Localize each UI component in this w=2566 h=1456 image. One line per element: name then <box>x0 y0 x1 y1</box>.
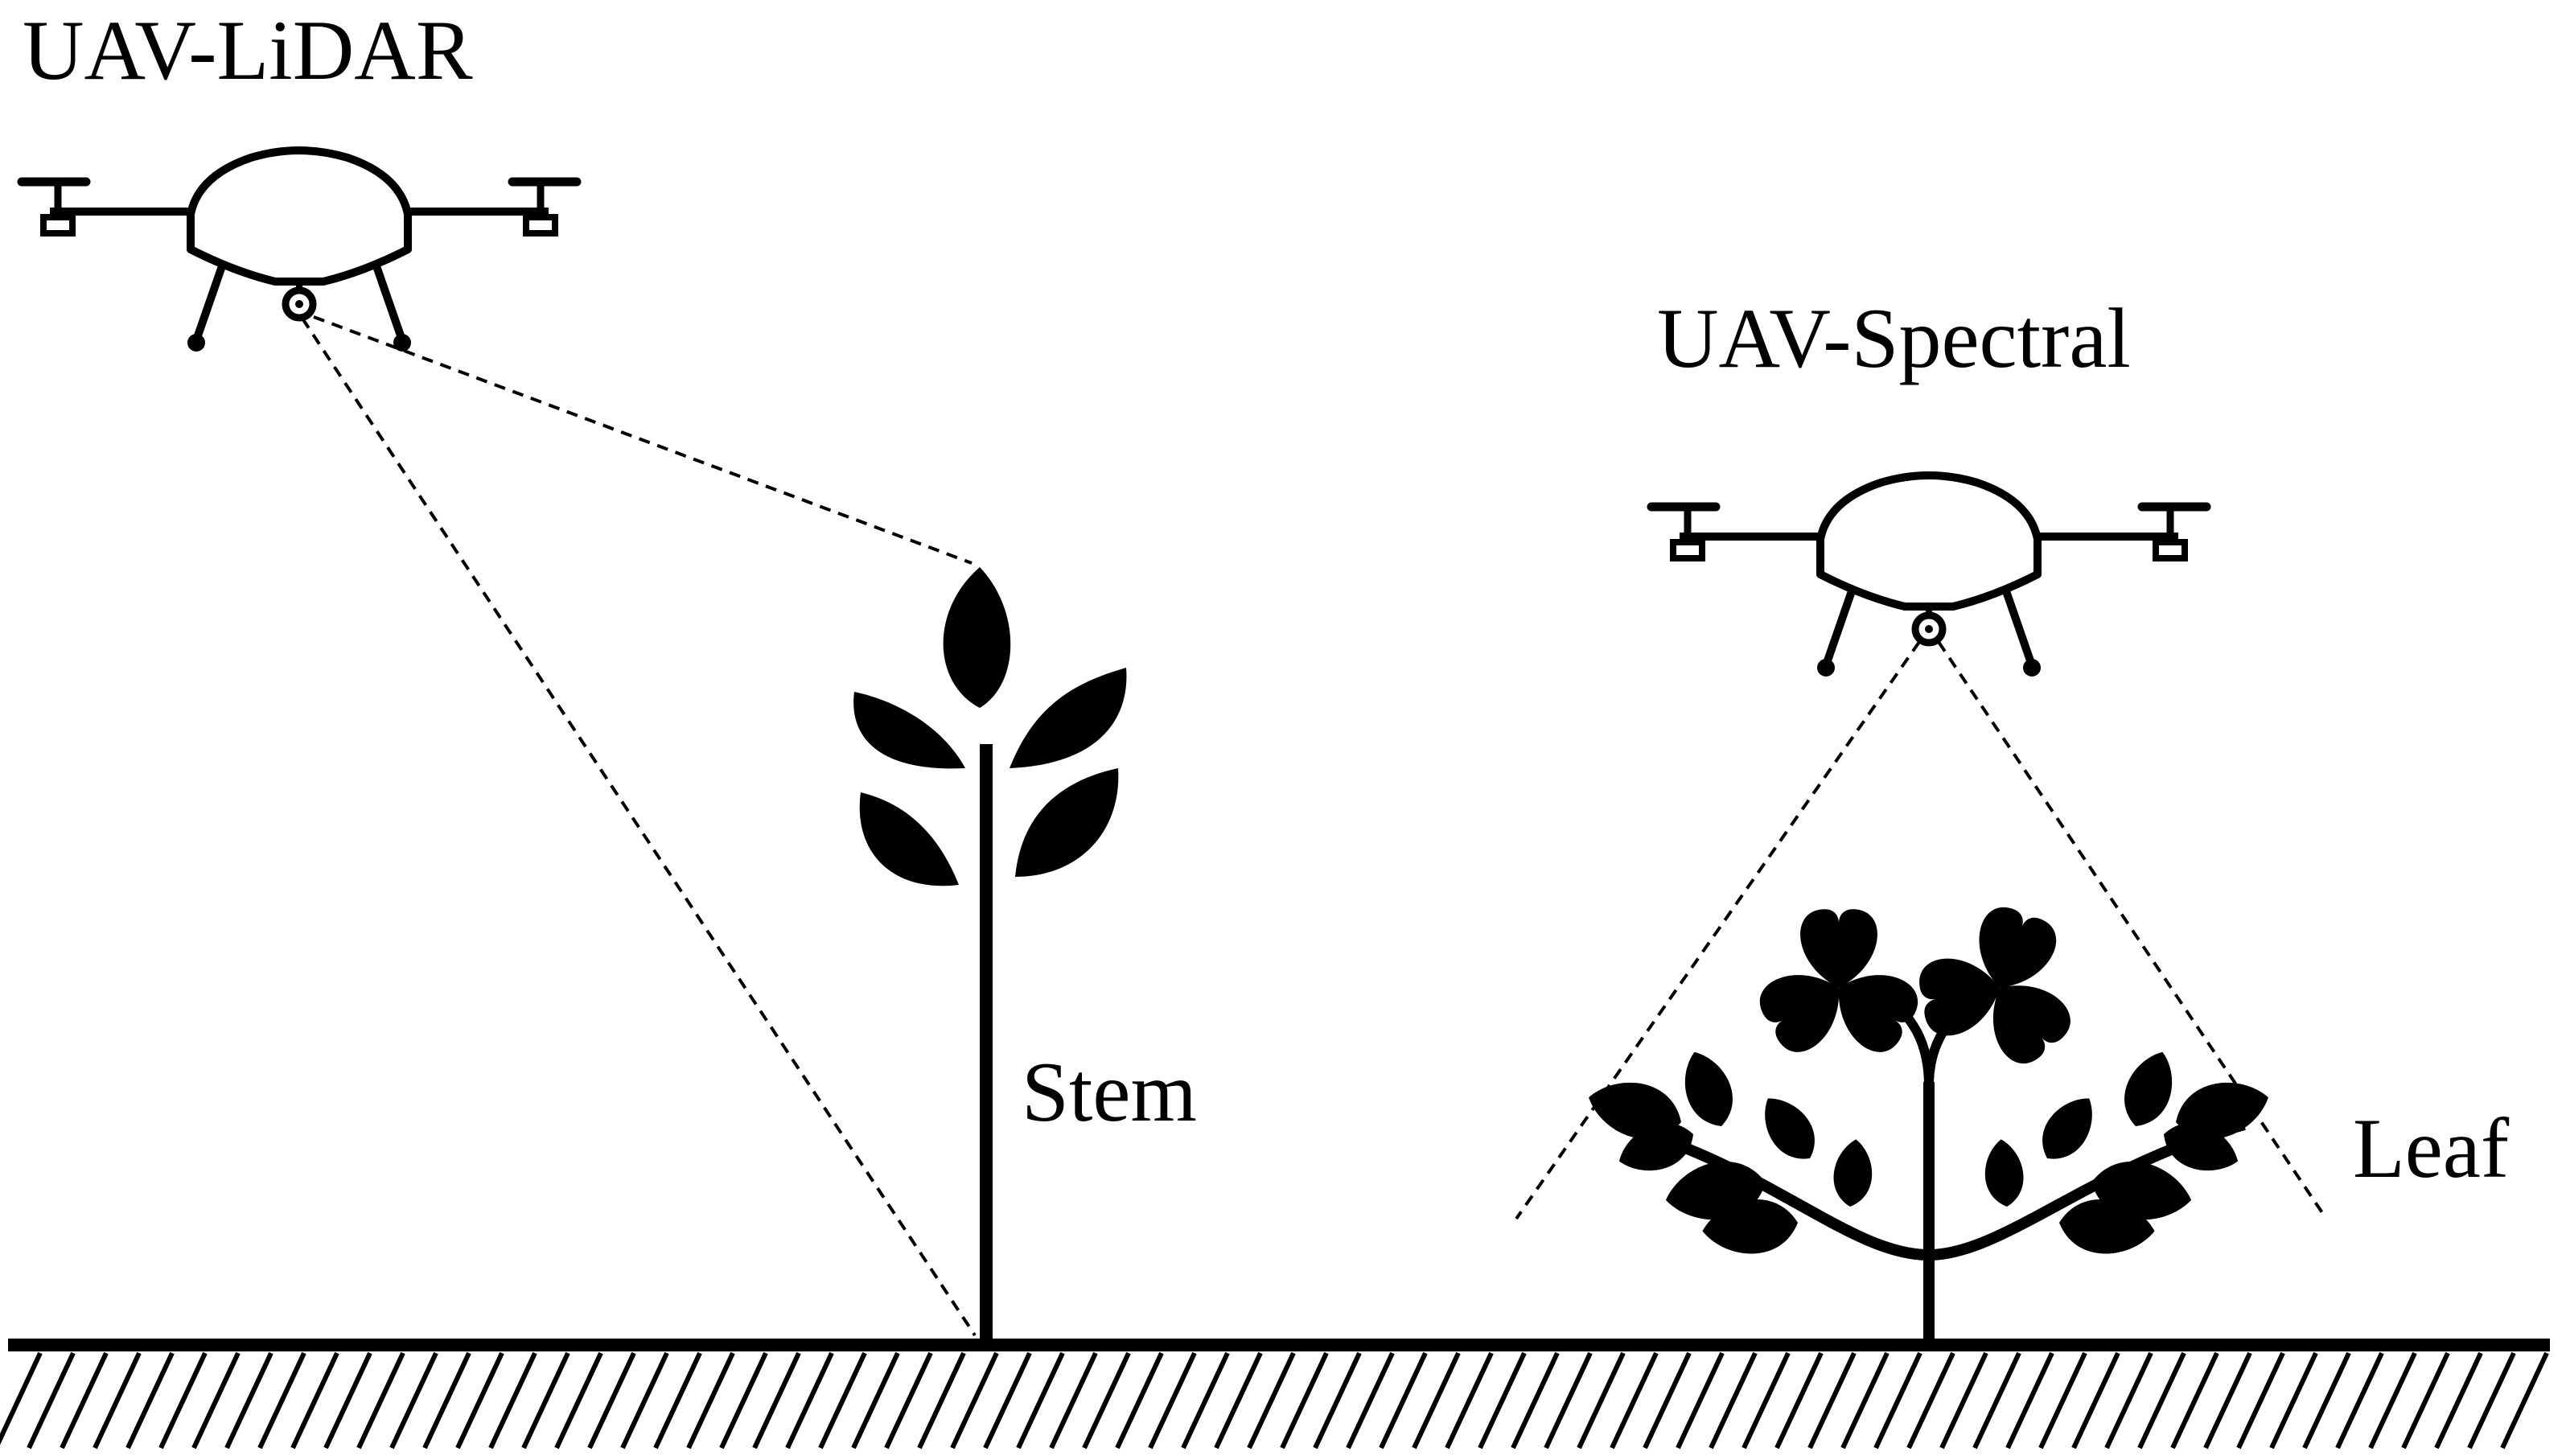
ground-hatch <box>158 1351 208 1450</box>
ground-hatch <box>2467 1351 2516 1450</box>
ground-hatch <box>2500 1351 2549 1450</box>
ground-hatch <box>1082 1351 1131 1450</box>
ground-hatch <box>2302 1351 2351 1450</box>
ground-hatch <box>1181 1351 1230 1450</box>
ground-hatch <box>818 1351 867 1450</box>
ground-hatch <box>521 1351 570 1450</box>
ground-hatch <box>620 1351 669 1450</box>
ground-hatch <box>2236 1351 2285 1450</box>
ground-hatch <box>257 1351 306 1450</box>
ground-hatch <box>2269 1351 2318 1450</box>
ground-hatch <box>1774 1351 1824 1450</box>
ground-hatch <box>1049 1351 1098 1450</box>
ground-hatch <box>1709 1351 1758 1450</box>
ground-hatch <box>488 1351 537 1450</box>
ground-hatch <box>27 1351 76 1450</box>
ground-hatch <box>851 1351 900 1450</box>
ground-hatch <box>785 1351 834 1450</box>
ground-hatch <box>2137 1351 2186 1450</box>
lidar-drone-label: UAV-LiDAR <box>23 3 473 97</box>
ground-hatch <box>422 1351 471 1450</box>
ground-hatch <box>224 1351 273 1450</box>
ground-hatch <box>1742 1351 1791 1450</box>
ground-hatch <box>2203 1351 2252 1450</box>
ground-hatch <box>1840 1351 1890 1450</box>
ground-hatch <box>1972 1351 2021 1450</box>
stem-label: Stem <box>1022 1045 1197 1139</box>
ground-hatch <box>2335 1351 2384 1450</box>
ground-hatch <box>1676 1351 1725 1450</box>
ground-hatch <box>1478 1351 1527 1450</box>
ground-hatch <box>2071 1351 2120 1450</box>
ground-hatch <box>1511 1351 1560 1450</box>
ground-hatch <box>125 1351 175 1450</box>
ground-hatch <box>884 1351 933 1450</box>
ground-hatch <box>2401 1351 2450 1450</box>
ground-hatch <box>0 1351 43 1446</box>
ground-hatch <box>191 1351 241 1450</box>
ground-hatch <box>1544 1351 1593 1450</box>
ground-hatch <box>653 1351 702 1450</box>
ground-hatch <box>2170 1351 2219 1450</box>
ground-hatch <box>455 1351 504 1450</box>
leaf-label: Leaf <box>2353 1101 2510 1195</box>
ground-hatch <box>1313 1351 1362 1450</box>
stem-plant-icon <box>853 567 1127 1342</box>
ground-hatch <box>1807 1351 1857 1450</box>
ground-hatch <box>1214 1351 1263 1450</box>
ground-hatch <box>1577 1351 1626 1450</box>
leafy-plant-icon <box>1581 884 2276 1342</box>
ground-hatch <box>1247 1351 1296 1450</box>
ground-hatch <box>1412 1351 1461 1450</box>
ground-hatch <box>1115 1351 1164 1450</box>
ground-hatch <box>1445 1351 1494 1450</box>
ground-hatch <box>93 1351 142 1450</box>
ground-hatch <box>1906 1351 1955 1450</box>
ground-hatch <box>1379 1351 1428 1450</box>
ground-hatch <box>1016 1351 1065 1450</box>
ground-hatch <box>1346 1351 1395 1450</box>
ground-hatch <box>686 1351 735 1450</box>
ground-hatch <box>1610 1351 1659 1450</box>
ground-hatch <box>2434 1351 2483 1450</box>
ground-hatch <box>917 1351 966 1450</box>
spectral-drone-label: UAV-Spectral <box>1657 291 2131 385</box>
ground-hatch <box>983 1351 1032 1450</box>
ground-hatch <box>2104 1351 2153 1450</box>
ground-hatch <box>950 1351 999 1450</box>
ground-hatch <box>587 1351 636 1450</box>
ground-hatch <box>290 1351 339 1450</box>
ground-hatch <box>752 1351 801 1450</box>
ground-hatch <box>60 1351 109 1450</box>
drone-spectral-icon <box>1651 475 2206 677</box>
ground-hatch <box>2005 1351 2054 1450</box>
ground-hatch <box>1280 1351 1329 1450</box>
ground-hatch <box>1643 1351 1692 1450</box>
lidar-scan-lines <box>301 315 977 1337</box>
drone-lidar-icon <box>22 150 577 352</box>
ground-hatch <box>1148 1351 1197 1450</box>
ground-hatch <box>1873 1351 1922 1450</box>
ground-hatch <box>2368 1351 2417 1450</box>
ground <box>0 1339 2550 1450</box>
ground-hatch <box>356 1351 405 1450</box>
ground-hatch <box>554 1351 603 1450</box>
ground-hatch <box>389 1351 438 1450</box>
ground-hatch <box>2038 1351 2087 1450</box>
ground-hatch <box>1939 1351 1988 1450</box>
ground-hatch <box>323 1351 372 1450</box>
ground-hatch <box>719 1351 768 1450</box>
spectral-view-lines <box>1515 640 2328 1220</box>
